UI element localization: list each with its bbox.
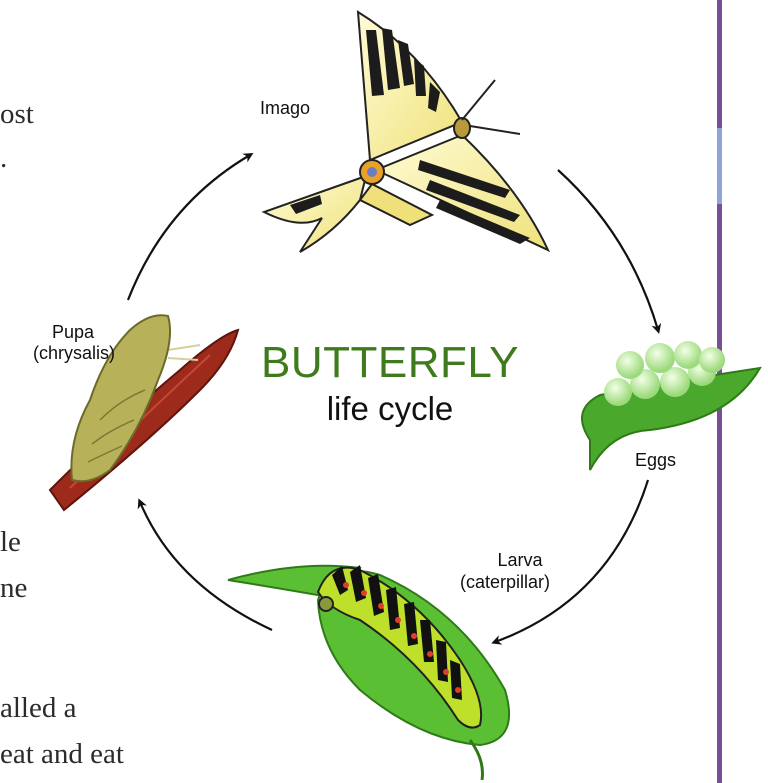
stage-label-larva: Larva (475, 550, 565, 571)
caterpillar-illustration (228, 565, 509, 780)
arrow-pupa-to-imago (128, 155, 250, 300)
stage-label-imago: Imago (260, 98, 310, 119)
stage-label-larva-sub: (caterpillar) (455, 572, 555, 593)
diagram-subtitle: life cycle (230, 390, 550, 428)
arrow-imago-to-eggs (558, 170, 658, 330)
butterfly-illustration (264, 12, 548, 252)
stage-label-eggs: Eggs (635, 450, 676, 471)
stage-label-pupa-sub: (chrysalis) (20, 343, 128, 364)
arrow-larva-to-pupa (140, 502, 272, 630)
stage-label-pupa: Pupa (28, 322, 118, 343)
diagram-title: BUTTERFLY (230, 340, 550, 386)
